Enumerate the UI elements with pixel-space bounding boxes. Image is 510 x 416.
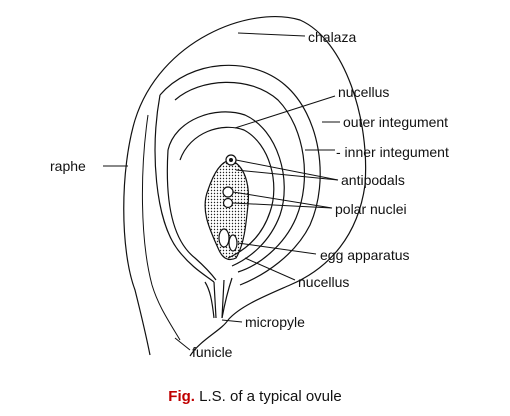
egg-apparatus-cell <box>218 228 230 248</box>
polar-nucleus <box>222 197 234 209</box>
label-raphe: raphe <box>50 158 86 174</box>
leader-polar-nuclei-1 <box>232 191 333 209</box>
figure-caption: Fig. L.S. of a typical ovule <box>0 388 510 405</box>
figure-caption-prefix: Fig. <box>168 388 195 405</box>
label-chalaza: chalaza <box>308 29 356 45</box>
label-funicle: funicle <box>192 344 233 360</box>
funicle-right-outline <box>189 319 229 357</box>
integument-left-side <box>154 94 215 283</box>
embryo-sac <box>204 159 250 261</box>
label-micropyle: micropyle <box>245 314 305 330</box>
leader-nucellus-top <box>234 95 336 129</box>
integument-left-side-inner <box>166 149 217 281</box>
figure-caption-text: L.S. of a typical ovule <box>194 388 342 405</box>
label-egg-apparatus: egg apparatus <box>320 247 410 263</box>
label-polar-nuclei: polar nuclei <box>335 201 407 217</box>
label-nucellus-bottom: nucellus <box>298 274 349 290</box>
inner-integument-inner-curve <box>179 126 275 259</box>
leader-antipodals-1 <box>235 159 339 181</box>
micropyle-base <box>204 277 233 319</box>
leader-egg-apparatus <box>237 242 317 255</box>
leader-micropyle <box>221 319 243 323</box>
outer-integument-inner-curve <box>174 81 306 273</box>
outer-integument-curve <box>159 64 321 286</box>
ovule-outer-outline <box>134 16 367 321</box>
leader-chalaza <box>237 32 306 37</box>
antipodal-cell <box>229 158 233 162</box>
label-antipodals: antipodals <box>341 172 405 188</box>
label-nucellus-top: nucellus <box>338 84 389 100</box>
raphe-line <box>141 114 181 341</box>
micropyle-canal <box>213 279 225 319</box>
ovule-left-outline <box>123 119 151 356</box>
inner-integument-curve <box>167 111 285 267</box>
leader-nucellus-bottom <box>244 257 296 281</box>
ovule-diagram: chalaza nucellus outer integument - inne… <box>50 16 449 360</box>
polar-nucleus <box>222 186 234 198</box>
leader-funicle <box>174 337 191 351</box>
label-inner-integument: - inner integument <box>336 144 449 160</box>
label-outer-integument: outer integument <box>343 114 448 130</box>
egg-apparatus-cell <box>228 234 238 252</box>
leader-antipodals-2 <box>235 169 339 181</box>
leader-polar-nuclei-2 <box>232 202 333 209</box>
